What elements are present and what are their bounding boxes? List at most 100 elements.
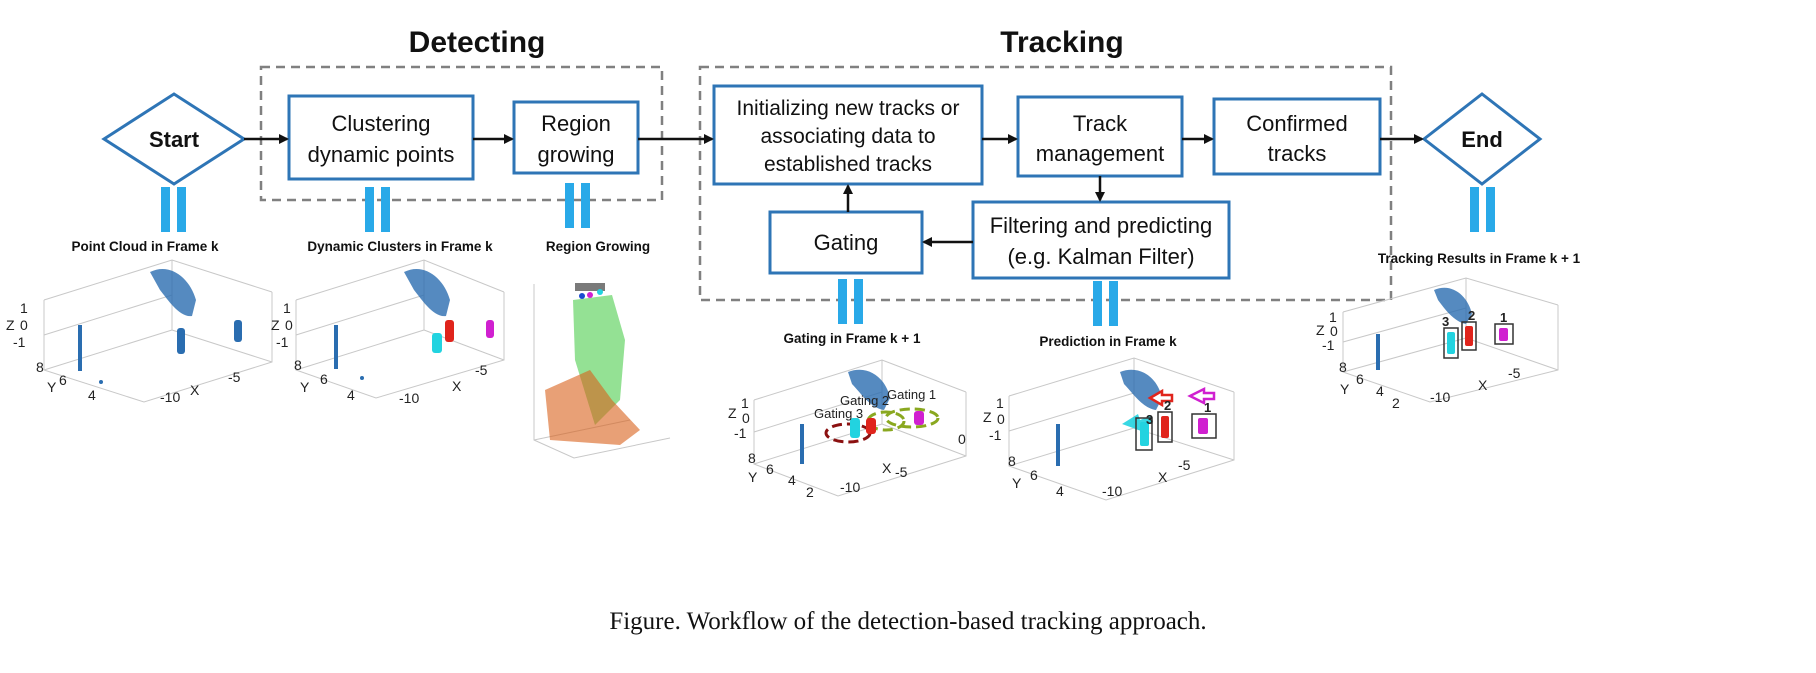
figure-caption: Figure. Workflow of the detection-based … [609, 608, 1207, 635]
svg-text:6: 6 [1356, 371, 1364, 387]
svg-text:X: X [1158, 469, 1168, 485]
region-points [545, 283, 640, 445]
panel-title-region-growing: Region Growing [546, 239, 650, 254]
confirmed-tracks-box: Confirmed tracks [1212, 97, 1382, 176]
svg-text:4: 4 [88, 387, 96, 403]
svg-text:1: 1 [996, 395, 1004, 411]
tracking-frame [698, 65, 1393, 302]
pred-track-id-1: 1 [1204, 400, 1211, 415]
svg-text:Z: Z [1316, 322, 1325, 338]
svg-text:1: 1 [741, 395, 749, 411]
svg-text:X: X [1478, 377, 1488, 393]
track-management-box: Track management [1016, 95, 1184, 178]
equals-markers [161, 183, 1495, 326]
svg-text:Clustering: Clustering [331, 111, 430, 136]
svg-text:Z: Z [728, 405, 737, 421]
svg-text:-5: -5 [895, 464, 908, 480]
init-tracks-box: Initializing new tracks or associating d… [712, 84, 984, 186]
svg-text:-5: -5 [228, 369, 241, 385]
svg-text:X: X [882, 460, 892, 476]
svg-text:1: 1 [1329, 309, 1337, 325]
svg-text:Z: Z [6, 317, 15, 333]
svg-text:Initializing new tracks or: Initializing new tracks or [737, 97, 960, 120]
svg-text:Y: Y [47, 379, 57, 395]
svg-text:Track: Track [1073, 111, 1128, 136]
svg-text:Y: Y [1340, 381, 1350, 397]
gating-box: Gating [768, 210, 924, 275]
svg-text:6: 6 [766, 461, 774, 477]
region-growing-box: Region growing [512, 100, 640, 175]
svg-text:8: 8 [36, 359, 44, 375]
svg-text:4: 4 [788, 472, 796, 488]
svg-text:tracks: tracks [1268, 141, 1327, 166]
svg-text:management: management [1036, 141, 1164, 166]
svg-text:4: 4 [347, 387, 355, 403]
svg-text:associating data to: associating data to [760, 125, 935, 148]
svg-text:-5: -5 [475, 362, 488, 378]
svg-text:Gating: Gating [814, 230, 879, 255]
result-track-id-2: 2 [1468, 308, 1475, 323]
gate-label-1: Gating 1 [887, 387, 936, 402]
plot-point-cloud: 1 0 -1 Z 8 6 4 Y -10 -5 X [6, 259, 273, 405]
svg-text:0: 0 [285, 317, 293, 333]
plot-tracking-results: 1 0 -1 Z 8 6 4 2 Y -10 -5 X 1 2 3 [1316, 277, 1559, 411]
panel-title-prediction: Prediction in Frame k [1039, 334, 1177, 349]
svg-text:End: End [1461, 127, 1503, 152]
gate-label-2: Gating 2 [840, 393, 889, 408]
equals-marker-gating [838, 279, 863, 324]
svg-text:0: 0 [1330, 323, 1338, 339]
svg-text:(e.g. Kalman Filter): (e.g. Kalman Filter) [1007, 244, 1194, 269]
plot-prediction: 1 0 -1 Z 8 6 4 Y -10 -5 X 1 2 [983, 357, 1235, 501]
svg-text:-10: -10 [1102, 483, 1122, 499]
svg-text:-10: -10 [840, 479, 860, 495]
svg-text:Z: Z [983, 409, 992, 425]
svg-text:Z: Z [271, 317, 280, 333]
equals-marker-start [161, 187, 186, 232]
plot-gating-frame: 1 0 -1 Z 8 6 4 2 Y -10 -5 0 X Gating 1 G [728, 359, 967, 500]
gate-label-3: Gating 3 [814, 406, 863, 421]
panel-title-dynamic-clusters: Dynamic Clusters in Frame k [307, 239, 493, 254]
svg-text:-1: -1 [276, 334, 289, 350]
svg-text:0: 0 [742, 410, 750, 426]
panel-title-gating-frame: Gating in Frame k + 1 [784, 331, 921, 346]
svg-text:X: X [190, 382, 200, 398]
svg-text:4: 4 [1376, 383, 1384, 399]
svg-text:8: 8 [294, 357, 302, 373]
detecting-frame [259, 65, 664, 202]
start-terminal: Start [101, 92, 247, 186]
svg-text:established tracks: established tracks [764, 153, 932, 176]
svg-text:8: 8 [748, 450, 756, 466]
svg-text:0: 0 [20, 317, 28, 333]
svg-text:-5: -5 [1178, 457, 1191, 473]
svg-text:Confirmed: Confirmed [1246, 111, 1347, 136]
svg-text:-10: -10 [399, 390, 419, 406]
equals-marker-clusters [365, 187, 390, 232]
svg-text:-5: -5 [1508, 365, 1521, 381]
pred-track-id-3: 3 [1146, 412, 1153, 427]
svg-text:6: 6 [320, 371, 328, 387]
svg-text:1: 1 [283, 300, 291, 316]
panel-title-point-cloud: Point Cloud in Frame k [71, 239, 219, 254]
svg-text:dynamic points: dynamic points [308, 142, 455, 167]
svg-text:1: 1 [20, 300, 28, 316]
svg-text:Start: Start [149, 127, 200, 152]
svg-text:2: 2 [806, 484, 814, 500]
detecting-title: Detecting [409, 26, 546, 59]
equals-marker-prediction [1093, 281, 1118, 326]
plot-region-growing [533, 283, 671, 459]
plot-dynamic-clusters: 1 0 -1 Z 8 6 4 Y -10 -5 X [271, 259, 505, 406]
svg-text:0: 0 [958, 431, 966, 447]
svg-text:-1: -1 [1322, 337, 1335, 353]
result-track-id-3: 3 [1442, 314, 1449, 329]
pred-track-id-2: 2 [1164, 398, 1171, 413]
svg-text:X: X [452, 378, 462, 394]
svg-text:8: 8 [1008, 453, 1016, 469]
svg-text:Y: Y [300, 379, 310, 395]
clustering-box: Clustering dynamic points [287, 94, 475, 181]
equals-marker-region [565, 183, 590, 228]
svg-text:4: 4 [1056, 483, 1064, 499]
svg-text:6: 6 [1030, 467, 1038, 483]
svg-text:growing: growing [537, 142, 614, 167]
svg-text:0: 0 [997, 411, 1005, 427]
